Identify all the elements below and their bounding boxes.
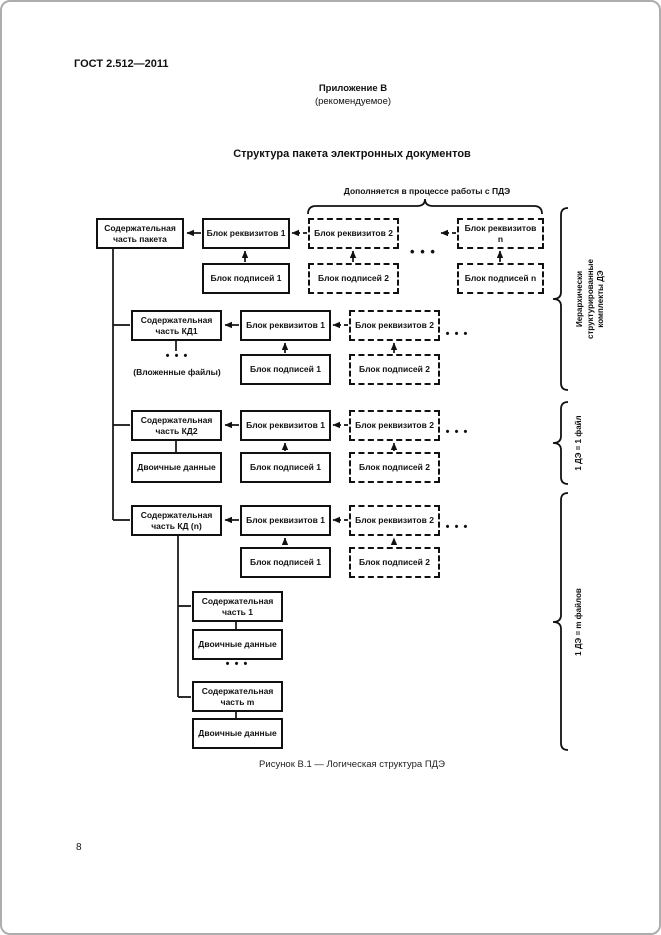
box-kd2-signatures-1: Блок подписей 1 [240, 452, 331, 483]
brace-label-hierarchical-line3: комплекты ДЭ [596, 270, 606, 328]
box-kdn-content: Содержательная часть КД (n) [131, 505, 222, 536]
box-nested-part-1: Содержательная часть 1 [192, 591, 283, 622]
standard-code: ГОСТ 2.512—2011 [74, 58, 169, 70]
ellipsis-nested: • • • [225, 658, 249, 670]
box-kd1-signatures-2: Блок подписей 2 [349, 354, 440, 385]
box-kd2-requisites-2: Блок реквизитов 2 [349, 410, 440, 441]
figure-caption: Рисунок В.1 — Логическая структура ПДЭ [259, 759, 445, 770]
box-kd1-signatures-1: Блок подписей 1 [240, 354, 331, 385]
page-number: 8 [76, 842, 82, 853]
box-kd2-binary-data: Двоичные данные [131, 452, 222, 483]
box-kdn-signatures-2: Блок подписей 2 [349, 547, 440, 578]
ellipsis-package: • • • [410, 244, 436, 259]
ellipsis-kd2: • • • [445, 426, 469, 438]
ellipsis-attachments: • • • [165, 350, 189, 362]
brace-label-hierarchical-line1: Иерархически [575, 270, 585, 328]
brace-label-hierarchical: Иерархически структурированные комплекты… [574, 244, 608, 354]
box-kd2-signatures-2: Блок подписей 2 [349, 452, 440, 483]
attachments-note: (Вложенные файлы) [133, 367, 221, 377]
appendix-note: (рекомендуемое) [314, 96, 392, 107]
top-annotation: Дополняется в процессе работы с ПДЭ [343, 186, 511, 196]
box-kd1-requisites-2: Блок реквизитов 2 [349, 310, 440, 341]
box-package-signatures-2: Блок подписей 2 [308, 263, 399, 294]
box-kd1-requisites-1: Блок реквизитов 1 [240, 310, 331, 341]
box-nested-part-m: Содержательная часть m [192, 681, 283, 712]
brace-label-hierarchical-line2: структурированные [585, 259, 595, 339]
ellipsis-kdn: • • • [445, 521, 469, 533]
page-title: Структура пакета электронных документов [233, 148, 471, 160]
box-nested-binary-m: Двоичные данные [192, 718, 283, 749]
brace-label-one-file: 1 ДЭ = 1 файл [573, 415, 583, 471]
appendix-label: Приложение В [318, 83, 388, 94]
box-package-requisites-2: Блок реквизитов 2 [308, 218, 399, 249]
box-kd1-content: Содержательная часть КД1 [131, 310, 222, 341]
box-package-content: Содержательная часть пакета [96, 218, 184, 249]
box-nested-binary-1: Двоичные данные [192, 629, 283, 660]
ellipsis-kd1: • • • [445, 328, 469, 340]
box-kdn-requisites-2: Блок реквизитов 2 [349, 505, 440, 536]
box-kdn-requisites-1: Блок реквизитов 1 [240, 505, 331, 536]
box-package-requisites-1: Блок реквизитов 1 [202, 218, 290, 249]
brace-label-m-files: 1 ДЭ = m файлов [573, 588, 583, 656]
box-kd2-requisites-1: Блок реквизитов 1 [240, 410, 331, 441]
box-kd2-content: Содержательная часть КД2 [131, 410, 222, 441]
box-package-signatures-1: Блок подписей 1 [202, 263, 290, 294]
box-package-signatures-n: Блок подписей n [457, 263, 544, 294]
box-kdn-signatures-1: Блок подписей 1 [240, 547, 331, 578]
box-package-requisites-n: Блок реквизитов n [457, 218, 544, 249]
